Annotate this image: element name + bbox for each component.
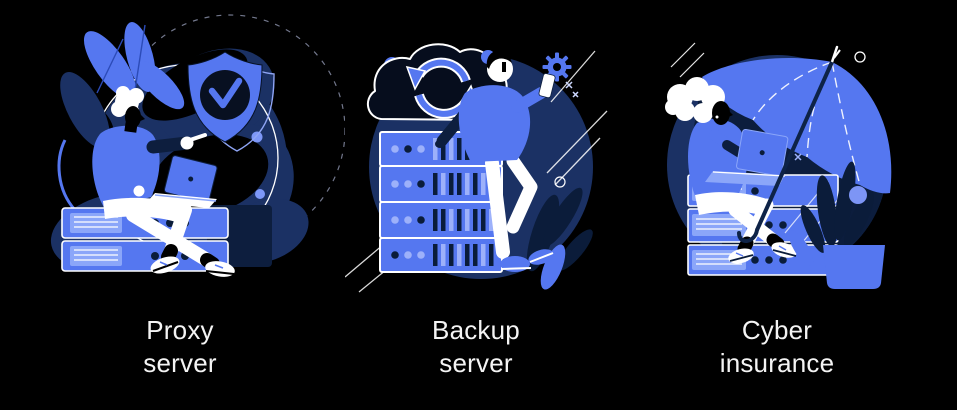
illustration-cyber-insurance <box>665 42 892 289</box>
sneaker <box>771 242 797 258</box>
sneaker <box>528 249 554 265</box>
plant-icon <box>788 161 885 289</box>
person-head <box>111 86 145 133</box>
sparkle-x-marks <box>565 81 579 98</box>
illustration-proxy-server <box>50 14 345 277</box>
person-head <box>665 77 733 125</box>
person-head <box>481 50 513 82</box>
caption-line: Proxy <box>146 315 214 345</box>
leaves-icon <box>526 187 593 290</box>
deco-ring <box>854 51 866 63</box>
sneaker <box>205 261 235 277</box>
deco-ring <box>554 176 566 188</box>
laptop-icon <box>705 128 789 186</box>
deco-dot <box>251 131 263 143</box>
person-sitting <box>92 86 235 277</box>
sneaker <box>150 256 180 274</box>
laptop-icon <box>147 155 218 208</box>
sneaker <box>500 256 532 272</box>
smartphone-icon <box>538 73 556 99</box>
illustration-backup-server <box>345 43 608 293</box>
deco-dot <box>849 186 867 204</box>
caption-line: Backup <box>432 315 520 345</box>
deco-tick <box>833 49 841 59</box>
umbrella-icon <box>702 45 892 194</box>
caption-line: server <box>439 348 513 378</box>
caption-line: Cyber <box>741 315 813 345</box>
person-standing <box>435 50 556 272</box>
sneaker <box>728 248 754 264</box>
deco-dot <box>255 189 265 199</box>
server-rack-icon <box>379 131 503 273</box>
caption-backup-server: Backup server <box>326 314 626 380</box>
sparkle-x-marks <box>794 153 802 161</box>
shield-check-icon <box>187 51 275 152</box>
umbrella-pole <box>737 61 834 243</box>
caption-line: insurance <box>719 348 835 378</box>
caption-cyber-insurance: Cyber insurance <box>627 314 927 380</box>
caption-line: server <box>143 348 217 378</box>
diagonal-lines <box>670 42 705 78</box>
leaves-icon <box>57 22 185 212</box>
caption-proxy-server: Proxy server <box>30 314 330 380</box>
